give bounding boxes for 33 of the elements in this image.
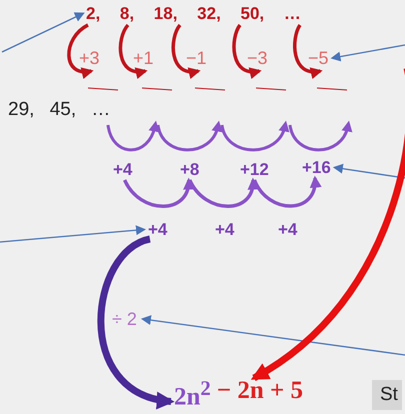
arrow (330, 44, 405, 62)
arrow (67, 24, 94, 78)
arrow (0, 225, 146, 243)
difference-label: +3 (79, 49, 100, 67)
difference-label: +16 (302, 159, 331, 176)
difference-label: +12 (240, 161, 269, 178)
difference-label: −3 (247, 49, 268, 67)
number-sequence: 2, 8, 18, 32, 50, … (86, 5, 301, 22)
second-difference-label: +4 (215, 221, 234, 238)
arrow (172, 24, 201, 78)
arrow (123, 178, 194, 208)
arrow (252, 176, 321, 208)
second-difference-label: +4 (278, 221, 298, 238)
number-sequence: 29, 45, … (8, 100, 110, 119)
arrow (293, 24, 323, 78)
difference-label: +8 (180, 161, 200, 178)
formula-term: 2n$^{2}$ (174, 378, 211, 410)
arrow (232, 24, 262, 78)
arrow (118, 24, 148, 78)
difference-label: −1 (186, 49, 207, 67)
difference-label: −5 (308, 49, 329, 67)
arrow (250, 67, 405, 381)
arrow (188, 178, 258, 208)
formula-terms: − 2n + 5 (216, 378, 303, 406)
arrow (97, 236, 175, 408)
difference-label: +1 (133, 49, 154, 67)
divide-label: ÷ 2 (112, 310, 137, 328)
text-tab: St (372, 380, 402, 410)
second-difference-label: +4 (148, 221, 168, 238)
arrow (332, 164, 405, 179)
arrow (2, 12, 85, 53)
arrow (140, 315, 405, 356)
difference-label: +4 (113, 161, 132, 178)
